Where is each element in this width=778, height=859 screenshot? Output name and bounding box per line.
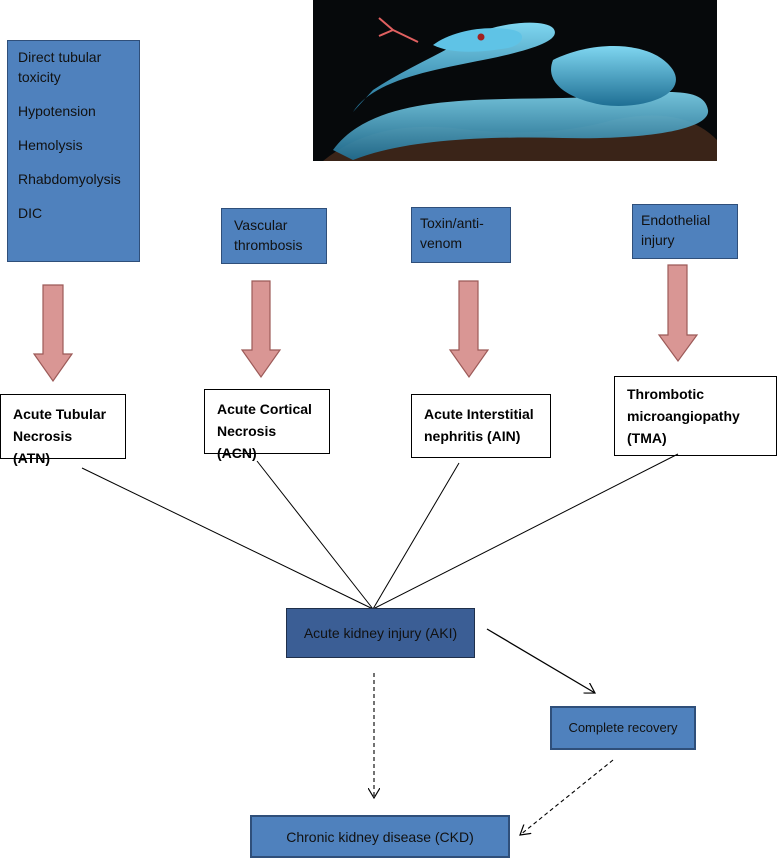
cause-hemolysis: Hemolysis xyxy=(18,137,83,153)
arrow-aki-recovery xyxy=(486,628,595,693)
lesion-atn: Acute Tubular Necrosis (ATN) xyxy=(0,394,126,466)
mechanism-toxin-anti-venom: Toxin/anti-venom xyxy=(411,207,511,263)
line-acn-aki xyxy=(256,460,374,610)
lesion-ain: Acute Interstitial nephritis (AIN) xyxy=(411,394,551,458)
lesion-acn: Acute Cortical Necrosis (ACN) xyxy=(204,389,330,461)
arrow-down-2 xyxy=(240,280,282,379)
arrow-down-1 xyxy=(32,284,74,383)
aki-box: Acute kidney injury (AKI) xyxy=(286,608,475,658)
complete-recovery-box: Complete recovery xyxy=(550,706,696,750)
arrow-down-3 xyxy=(448,280,490,379)
cause-hypotension: Hypotension xyxy=(18,103,96,119)
cause-direct-tubular-toxicity: Direct tubular toxicity xyxy=(18,49,102,85)
mechanism-endothelial-injury: Endothelial injury xyxy=(632,204,738,259)
causes-box: Direct tubular toxicity Hypotension Hemo… xyxy=(7,40,140,262)
lesion-tma: Thrombotic microangiopathy (TMA) xyxy=(614,376,777,456)
mechanism-vascular-thrombosis: Vascular thrombosis xyxy=(221,208,327,264)
line-atn-aki xyxy=(81,467,374,610)
arrow-down-4 xyxy=(657,264,699,363)
arrow-recovery-ckd xyxy=(520,759,614,835)
ckd-box: Chronic kidney disease (CKD) xyxy=(250,815,510,858)
line-tma-aki xyxy=(372,453,679,610)
line-ain-aki xyxy=(372,462,460,610)
cause-dic: DIC xyxy=(18,205,43,221)
snake-photo xyxy=(313,0,717,161)
cause-rhabdomyolysis: Rhabdomyolysis xyxy=(18,171,121,187)
